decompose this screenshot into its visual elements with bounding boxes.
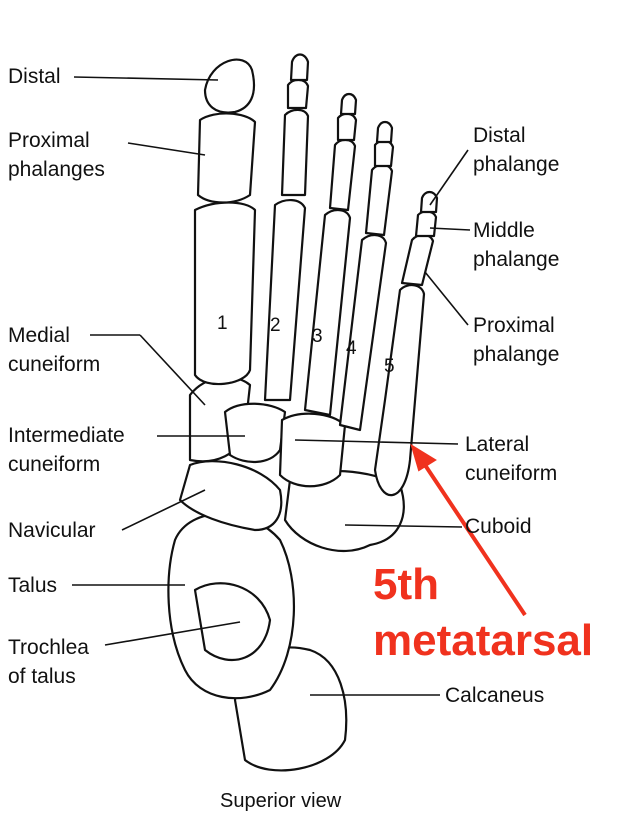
label-line: cuneiform (8, 453, 101, 476)
label-line: Intermediate (8, 424, 125, 447)
metatarsal-number-4: 4 (346, 338, 357, 359)
toe1-distal (203, 58, 256, 114)
label-line: cuneiform (465, 462, 558, 485)
toe3-distal (339, 92, 358, 116)
toe5-middle (414, 210, 438, 238)
label-trochlea: Trochlea of talus (8, 633, 89, 691)
toe5-distal (419, 190, 439, 214)
trochlea-bone (193, 582, 272, 662)
annotation-line: 5th (373, 560, 439, 609)
annotation-5th-metatarsal: 5th metatarsal (373, 557, 593, 669)
label-cuboid: Cuboid (465, 515, 532, 538)
annotation-line: metatarsal (373, 616, 594, 665)
label-middle-phalange: Middle phalange (473, 216, 559, 274)
toe4-distal (375, 120, 394, 144)
label-intermediate-cuneiform: Intermediate cuneiform (8, 421, 125, 479)
red-arrow-icon (410, 443, 527, 617)
toe2-proximal (280, 108, 310, 197)
label-distal: Distal (8, 65, 61, 88)
caption: Superior view (220, 790, 342, 812)
metatarsal-4 (338, 234, 388, 432)
label-line: phalange (473, 153, 560, 176)
label-line: phalange (473, 343, 560, 366)
label-line: of talus (8, 665, 76, 688)
label-proximal-phalanges: Proximal phalanges (8, 126, 105, 184)
cuboid-bone (283, 469, 405, 553)
metatarsal-number-1: 1 (217, 313, 228, 334)
leader-lines (72, 76, 471, 696)
label-medial-cuneiform: Medial cuneiform (8, 321, 100, 379)
metatarsal-number-3: 3 (312, 326, 323, 347)
label-line: Proximal (8, 129, 90, 152)
toe2-middle (286, 78, 310, 110)
toe5-proximal (400, 233, 435, 287)
label-line: Medial (8, 324, 70, 347)
toe3-proximal (328, 138, 357, 212)
label-talus: Talus (8, 574, 58, 597)
lateral-cuneiform-bone (278, 412, 347, 488)
toe3-middle (336, 112, 358, 142)
label-lateral-cuneiform: Lateral cuneiform (465, 430, 557, 488)
metatarsal-3 (303, 209, 352, 417)
metatarsal-2 (263, 199, 307, 402)
label-distal-phalange: Distal phalange (473, 121, 559, 179)
label-line: Proximal (473, 314, 555, 337)
label-line: phalanges (8, 158, 105, 181)
label-navicular: Navicular (8, 519, 96, 542)
label-line: Lateral (465, 433, 530, 456)
label-line: Trochlea (8, 636, 89, 659)
toe2-distal (289, 53, 310, 82)
toe4-middle (373, 139, 395, 168)
toe1-proximal (196, 112, 257, 204)
metatarsal-number-2: 2 (270, 315, 281, 336)
label-calcaneus: Calcaneus (445, 684, 545, 707)
toe4-proximal (364, 163, 394, 237)
label-line: phalange (473, 248, 560, 271)
label-proximal-phalange: Proximal phalange (473, 311, 559, 369)
label-line: cuneiform (8, 353, 101, 376)
metatarsal-1 (193, 201, 257, 386)
navicular-bone (178, 460, 283, 532)
intermediate-cuneiform-bone (223, 402, 287, 463)
metatarsal-number-5: 5 (384, 356, 395, 377)
label-line: Distal (473, 124, 526, 147)
label-line: Middle (473, 219, 535, 242)
